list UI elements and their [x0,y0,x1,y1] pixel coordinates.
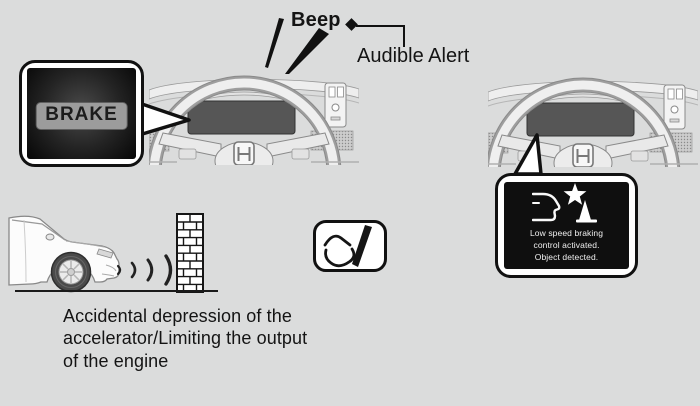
info-display-line-2: control activated. [533,240,600,250]
accelerator-pedal-icon-box [313,220,387,272]
info-display-line-1: Low speed braking [529,228,604,238]
brick-wall-illustration [176,213,204,293]
sound-beam-lines-icon [265,18,329,74]
info-display-line-3: Object detected. [534,252,599,262]
low-speed-braking-callout: Low speed braking control activated. Obj… [495,173,638,278]
info-callout-tail [513,133,543,176]
foot-on-accelerator-pedal-icon [323,225,372,268]
brake-indicator: BRAKE [35,102,128,131]
caption-line-2: accelerator/Limiting the output [63,328,308,349]
brake-warning-screen: BRAKE [27,68,136,159]
info-display-message: Low speed braking control activated. Obj… [530,227,603,263]
beep-label: Beep [291,9,341,31]
brake-warning-callout: BRAKE [19,60,144,167]
brake-callout-tail [137,101,191,137]
caption-text: Accidental depression of the accelerator… [63,305,307,372]
ground-line [15,290,218,293]
caption-line-3: of the engine [63,350,169,371]
sensor-waves-icon [116,254,173,286]
suv-illustration [8,215,120,293]
caption-line-1: Accidental depression of the [63,306,292,326]
audible-alert-connector-line [356,25,405,47]
info-display-screen: Low speed braking control activated. Obj… [504,182,629,269]
audible-alert-label: Audible Alert [357,45,470,67]
car-collision-star-cone-icon [531,183,597,223]
